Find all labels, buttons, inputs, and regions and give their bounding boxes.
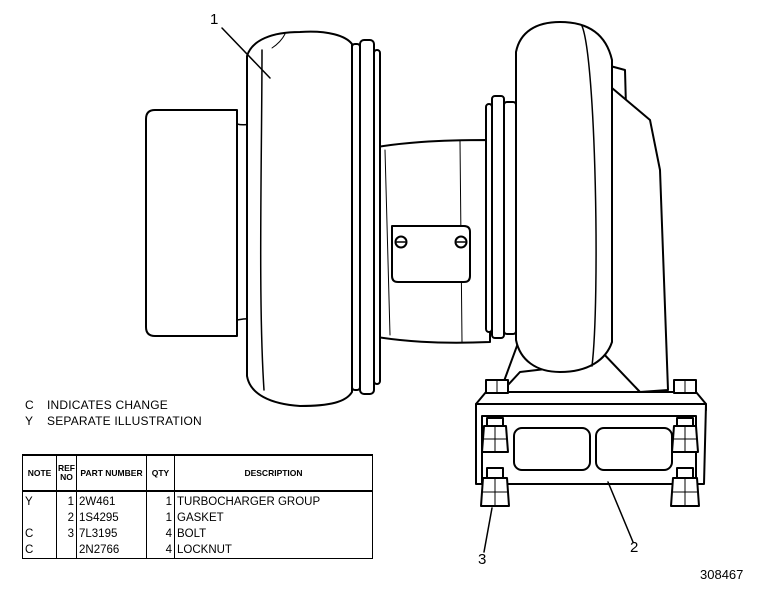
callout-3: 3 bbox=[478, 551, 487, 568]
parts-table-header: NOTE REF NO PART NUMBER QTY DESCRIPTION bbox=[22, 454, 373, 492]
cell-ref: 1 bbox=[56, 491, 77, 510]
leader-2 bbox=[607, 481, 634, 543]
cell-qty: 1 bbox=[146, 491, 175, 510]
legend-text: SEPARATE ILLUSTRATION bbox=[47, 414, 202, 428]
cell-qty: 4 bbox=[146, 526, 175, 542]
header-desc: DESCRIPTION bbox=[174, 454, 373, 492]
compressor-clamp-rings bbox=[351, 39, 381, 395]
legend-separate: Y SEPARATE ILLUSTRATION bbox=[25, 414, 202, 428]
cell-note: C bbox=[22, 542, 57, 559]
bolt-upper-left bbox=[481, 417, 509, 453]
legend-text: INDICATES CHANGE bbox=[47, 398, 168, 412]
turbine-clamp-rings bbox=[485, 95, 517, 339]
cell-ref: 3 bbox=[56, 526, 77, 542]
leader-3 bbox=[483, 507, 493, 553]
legend-code: C bbox=[25, 398, 34, 412]
cell-part: 2W461 bbox=[76, 491, 147, 510]
cell-desc: BOLT bbox=[174, 526, 373, 542]
locknut-top-right bbox=[673, 379, 697, 394]
leader-lines bbox=[221, 27, 634, 553]
callout-1: 1 bbox=[210, 11, 219, 28]
cell-ref: 2 bbox=[56, 510, 77, 526]
compressor-housing bbox=[246, 30, 353, 407]
oil-flange bbox=[391, 225, 471, 283]
bolt-lower-left bbox=[480, 467, 510, 507]
legend-change: C INDICATES CHANGE bbox=[25, 398, 168, 412]
legend-code: Y bbox=[25, 414, 34, 428]
cell-part: 7L3195 bbox=[76, 526, 147, 542]
leader-1 bbox=[221, 27, 271, 79]
cell-qty: 1 bbox=[146, 510, 175, 526]
table-row: 2 1S4295 1 GASKET bbox=[22, 510, 373, 526]
header-note: NOTE bbox=[22, 454, 57, 492]
cell-qty: 4 bbox=[146, 542, 175, 559]
cell-desc: TURBOCHARGER GROUP bbox=[174, 491, 373, 510]
table-row: C 2N2766 4 LOCKNUT bbox=[22, 542, 373, 559]
cell-note bbox=[22, 510, 57, 526]
table-row: C 3 7L3195 4 BOLT bbox=[22, 526, 373, 542]
cell-note: Y bbox=[22, 491, 57, 510]
table-row: Y 1 2W461 1 TURBOCHARGER GROUP bbox=[22, 491, 373, 510]
gasket bbox=[481, 415, 697, 485]
callout-2: 2 bbox=[630, 539, 639, 556]
cell-desc: LOCKNUT bbox=[174, 542, 373, 559]
header-qty: QTY bbox=[146, 454, 175, 492]
cell-part: 1S4295 bbox=[76, 510, 147, 526]
parts-table: NOTE REF NO PART NUMBER QTY DESCRIPTION … bbox=[22, 454, 373, 559]
cell-note: C bbox=[22, 526, 57, 542]
bolt-lower-right bbox=[670, 467, 700, 507]
turbine-housing bbox=[515, 21, 613, 373]
cell-desc: GASKET bbox=[174, 510, 373, 526]
cell-part: 2N2766 bbox=[76, 542, 147, 559]
header-ref: REF NO bbox=[56, 454, 77, 492]
bolt-upper-right bbox=[671, 417, 699, 453]
locknut-top-left bbox=[485, 379, 509, 394]
cell-ref bbox=[56, 542, 77, 559]
header-part: PART NUMBER bbox=[76, 454, 147, 492]
figure-number: 308467 bbox=[700, 567, 744, 582]
